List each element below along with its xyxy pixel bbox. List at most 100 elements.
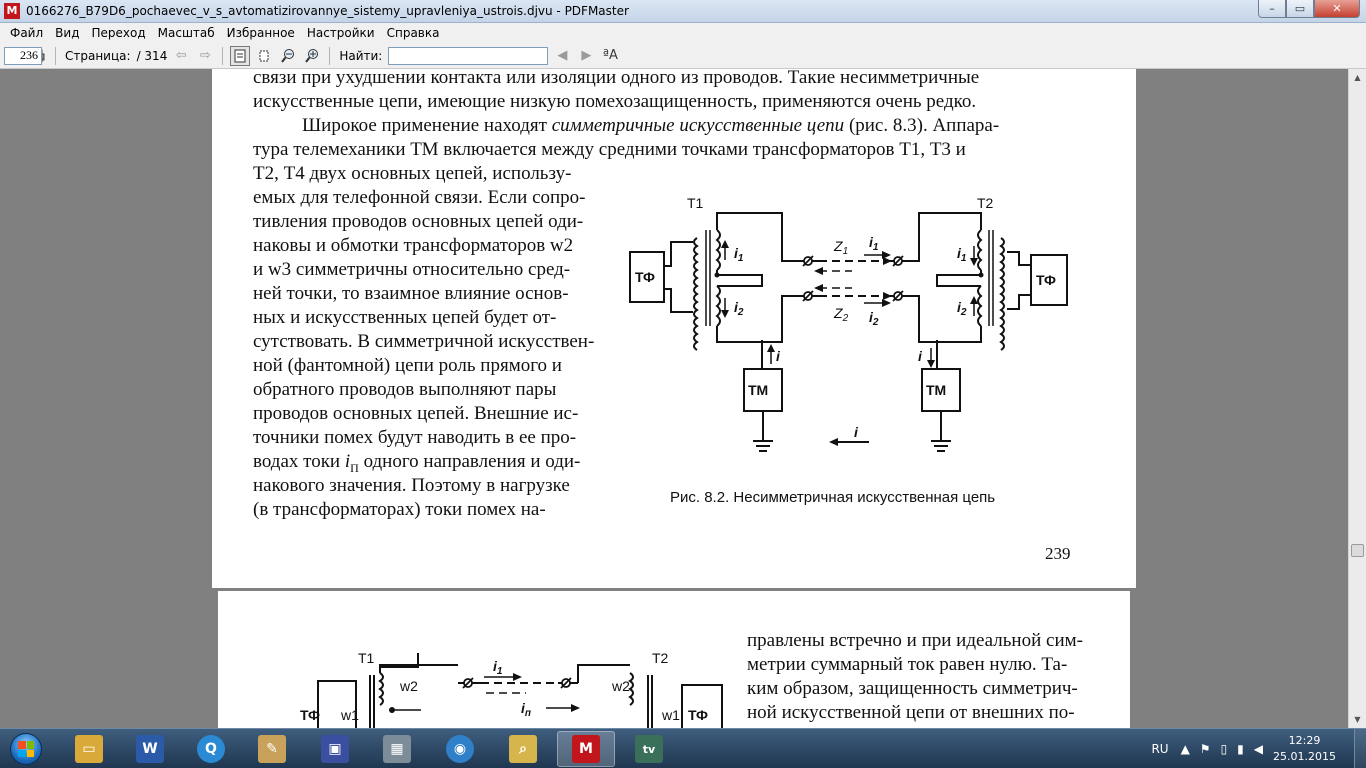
taskbar-app-paint[interactable]: ✎ xyxy=(243,731,301,767)
t1-label: Т1 xyxy=(358,653,375,666)
toolbar-separator xyxy=(222,46,224,65)
current-i-label: i xyxy=(854,424,859,440)
start-button[interactable] xyxy=(2,731,52,767)
magnifier-icon: ⌕ xyxy=(509,735,537,763)
system-tray: RU ▲ ⚑ ▯ ▮ ◀ 12:29 25.01.2015 xyxy=(1151,729,1366,768)
menu-zoom[interactable]: Масштаб xyxy=(157,26,215,40)
minimize-button[interactable]: – xyxy=(1258,0,1286,18)
tf-box-right: ТФ xyxy=(1007,251,1068,310)
taskbar-app-calculator[interactable]: ▦ xyxy=(368,731,426,767)
scrollbar-thumb[interactable] xyxy=(1351,544,1364,557)
find-label: Найти: xyxy=(339,48,383,63)
taskbar-app-explorer[interactable]: ▭ xyxy=(60,731,118,767)
t2-upper-winding xyxy=(977,229,983,271)
find-previous-icon[interactable]: ◀ xyxy=(557,48,568,63)
text-line: искусственные цепи, имеющие низкую помех… xyxy=(253,91,977,112)
fit-page-icon[interactable] xyxy=(230,45,251,66)
pdfmaster-icon: M xyxy=(572,735,600,763)
text-line: тура телемеханики ТМ включается между ср… xyxy=(253,139,966,160)
back-arrow-icon[interactable]: ⇦ xyxy=(175,48,187,63)
tf-label-left: ТФ xyxy=(635,269,655,285)
taskbar-app-save[interactable]: ▣ xyxy=(306,731,364,767)
toolbar-separator xyxy=(329,46,331,65)
tf-box-left xyxy=(629,251,665,303)
show-hidden-icons-icon[interactable]: ▲ xyxy=(1180,742,1190,756)
i2-label: i2 xyxy=(869,309,879,328)
text-line: наковы и обмотки трансформаторов w2 xyxy=(253,235,574,256)
pdfmaster-app-icon[interactable]: M xyxy=(4,3,20,19)
clock[interactable]: 12:29 25.01.2015 xyxy=(1273,733,1336,765)
menu-favorites[interactable]: Избранное xyxy=(226,26,295,40)
text-line: (в трансформаторах) токи помех на- xyxy=(253,499,546,520)
vertical-scrollbar[interactable]: ▲ ▼ xyxy=(1348,69,1366,728)
word-icon: W xyxy=(136,735,164,763)
menu-file[interactable]: Файл xyxy=(10,26,44,40)
paint-icon: ✎ xyxy=(258,735,286,763)
menu-settings[interactable]: Настройки xyxy=(306,26,375,40)
page-number-input[interactable] xyxy=(4,46,42,65)
show-desktop-button[interactable] xyxy=(1354,729,1366,768)
text-line: точники помех будут наводить в ее про- xyxy=(253,427,577,448)
title-bar[interactable]: M 0166276_B79D6_pochaevec_v_s_avtomatizi… xyxy=(0,0,1366,23)
tm-label-left: ТМ xyxy=(748,382,768,398)
tf-label-right: ТФ xyxy=(688,707,708,723)
close-button[interactable]: ✕ xyxy=(1314,0,1360,18)
z2-label: Z2 xyxy=(833,305,849,324)
page-number: 239 xyxy=(1045,544,1071,563)
text-line: связи при ухудшении контакта или изоляци… xyxy=(253,69,980,88)
maximize-button[interactable]: ▭ xyxy=(1286,0,1314,18)
w2-label: w2 xyxy=(399,678,418,694)
i1-label: i1 xyxy=(869,234,879,253)
t2-primary-winding xyxy=(999,237,1005,351)
menu-go[interactable]: Переход xyxy=(91,26,146,40)
scroll-down-icon[interactable]: ▼ xyxy=(1354,715,1361,724)
text-line: ной (фантомной) цепи роль прямого и xyxy=(253,355,562,376)
w1-label: w1 xyxy=(340,707,359,723)
volume-icon[interactable]: ◀ xyxy=(1253,742,1264,756)
text-line: Т2, Т4 двух основных цепей, использу- xyxy=(253,163,572,184)
forward-arrow-icon[interactable]: ⇨ xyxy=(199,48,211,63)
battery-icon[interactable]: ▯ xyxy=(1220,742,1228,756)
text-line: тивления проводов основных цепей оди- xyxy=(253,211,584,232)
action-center-flag-icon[interactable]: ⚑ xyxy=(1199,742,1211,756)
t2-label: Т2 xyxy=(977,195,994,211)
t2-label: Т2 xyxy=(652,653,669,666)
taskbar-app-quicktime[interactable]: Q xyxy=(182,731,240,767)
document-page-240: Т1 Т2 w2 w2 w1 w1 ТФ ТФ i1 iп правлены в… xyxy=(218,591,1130,728)
page-total: / 314 xyxy=(136,48,168,63)
language-indicator[interactable]: RU xyxy=(1151,742,1169,756)
taskbar-app-pdfmaster[interactable]: M xyxy=(557,731,615,767)
circuit-diagram-fig-8-3: Т1 Т2 w2 w2 w1 w1 ТФ ТФ i1 iп xyxy=(300,653,723,728)
tm-label-right: ТМ xyxy=(926,382,946,398)
tf-label-left: ТФ xyxy=(300,707,320,723)
text-line: метрии суммарный ток равен нулю. Та- xyxy=(747,654,1068,675)
i2-label: i2 xyxy=(957,299,967,318)
fit-width-icon[interactable] xyxy=(254,46,274,66)
window-title: 0166276_B79D6_pochaevec_v_s_avtomatiziro… xyxy=(26,4,629,18)
menu-view[interactable]: Вид xyxy=(55,26,80,40)
taskbar-app-itv[interactable]: tv xyxy=(620,731,678,767)
taskbar-app-browser[interactable]: ◉ xyxy=(431,731,489,767)
zoom-out-icon[interactable] xyxy=(278,46,298,66)
zoom-in-icon[interactable] xyxy=(302,46,322,66)
taskbar-app-search[interactable]: ⌕ xyxy=(494,731,552,767)
menu-help[interactable]: Справка xyxy=(386,26,440,40)
t2-lower-winding xyxy=(977,285,983,327)
clock-time: 12:29 xyxy=(1288,734,1321,747)
text-line: Широкое применение находят симметричные … xyxy=(302,115,1000,136)
text-line: сутствовать. В симметричной искусствен- xyxy=(253,331,595,352)
t1-primary-winding xyxy=(693,237,699,351)
window-controls: – ▭ ✕ xyxy=(1258,0,1360,18)
find-input[interactable] xyxy=(388,46,549,65)
taskbar-app-word[interactable]: W xyxy=(121,731,179,767)
text-line: правлены встречно и при идеальной сим- xyxy=(747,630,1083,651)
w1-label: w1 xyxy=(661,707,680,723)
network-icon[interactable]: ▮ xyxy=(1237,742,1244,756)
find-next-icon[interactable]: ▶ xyxy=(581,48,592,63)
itv-icon: tv xyxy=(635,735,663,763)
text-line: ной искусственной цепи от внешних по- xyxy=(747,702,1075,723)
i2-label: i2 xyxy=(734,299,744,318)
match-case-icon[interactable]: ªA xyxy=(602,48,618,63)
document-page-239: связи при ухудшении контакта или изоляци… xyxy=(212,69,1136,588)
scroll-up-icon[interactable]: ▲ xyxy=(1354,73,1361,82)
